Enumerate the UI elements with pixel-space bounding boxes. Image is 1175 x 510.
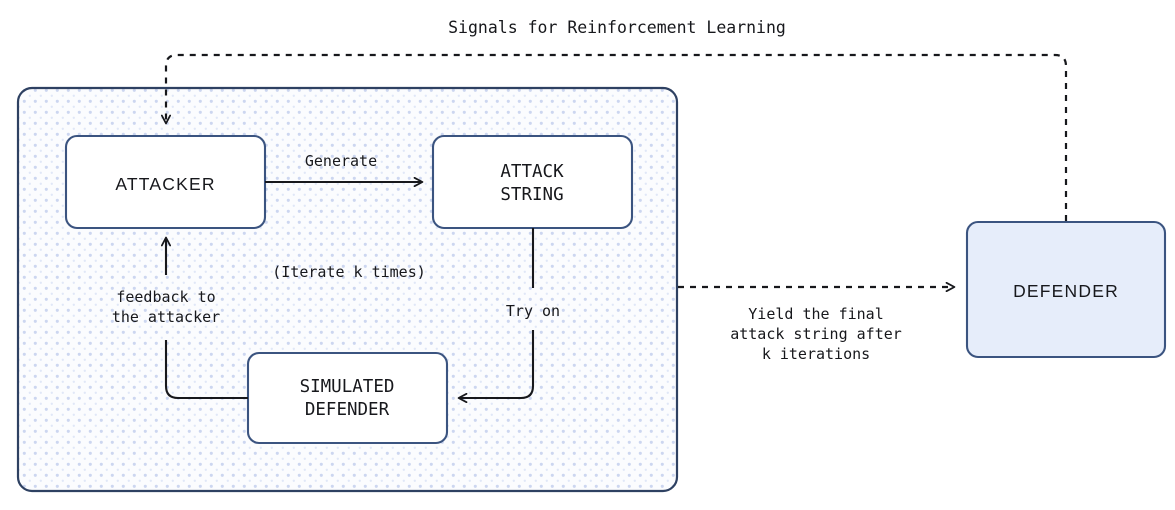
edge-yield-label-line3: k iterations [762,345,870,363]
edge-yield-label-line2: attack string after [730,325,902,343]
node-attack-string-label-line2: STRING [500,185,563,205]
edge-try-on-label: Try on [506,302,560,320]
node-defender[interactable] [965,220,1167,359]
node-simulated-defender[interactable] [246,351,449,445]
edge-try-on-lower [459,330,535,398]
node-defender-label: DEFENDER [1013,281,1119,301]
node-attack-string[interactable] [431,134,634,230]
edge-signals-for-rl [166,53,1068,221]
edge-generate-label: Generate [305,152,377,170]
node-attacker-label: ATTACKER [115,174,215,194]
edge-yield-label-line1: Yield the final [748,305,883,323]
edge-feedback-label-line1: feedback to [116,288,215,306]
node-attack-string-label-line1: ATTACK [500,162,564,182]
node-simulated-defender-label-line2: DEFENDER [305,400,390,420]
edge-feedback-lower [164,340,248,400]
diagram-title: Signals for Reinforcement Learning [448,18,786,37]
edge-feedback-label-line2: the attacker [112,308,220,326]
node-simulated-defender-label-line1: SIMULATED [300,377,395,397]
annotation-iterate-k-times: (Iterate k times) [272,263,426,281]
